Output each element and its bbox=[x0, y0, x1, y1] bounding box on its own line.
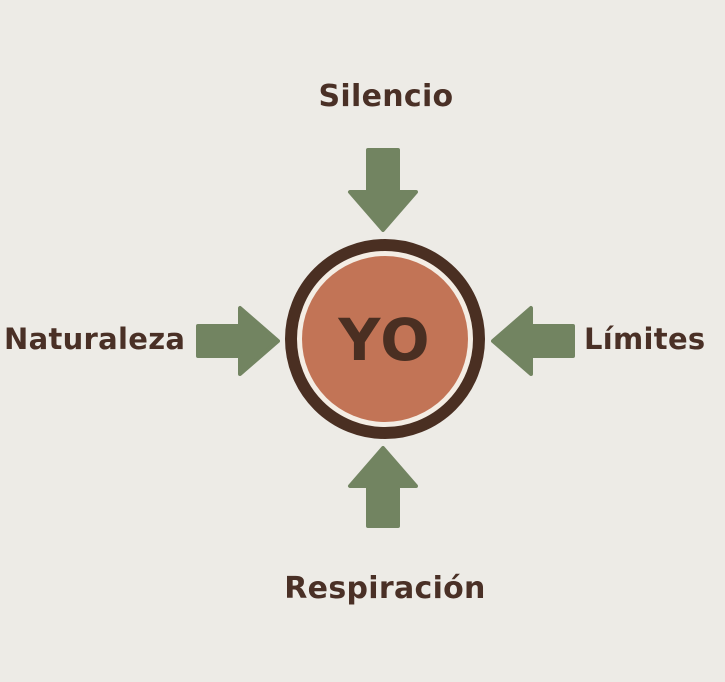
center-circle-fill: YO bbox=[302, 256, 468, 422]
center-circle: YO bbox=[285, 239, 485, 439]
center-label: YO bbox=[338, 306, 432, 374]
label-limites: Límites bbox=[584, 322, 706, 356]
arrow-down-icon bbox=[348, 148, 418, 232]
arrow-left-icon bbox=[491, 306, 575, 376]
label-respiracion: Respiración bbox=[284, 571, 486, 606]
arrow-up-icon bbox=[348, 446, 418, 528]
arrow-right-icon bbox=[196, 306, 280, 376]
label-silencio: Silencio bbox=[318, 79, 454, 114]
label-naturaleza: Naturaleza bbox=[4, 322, 186, 356]
